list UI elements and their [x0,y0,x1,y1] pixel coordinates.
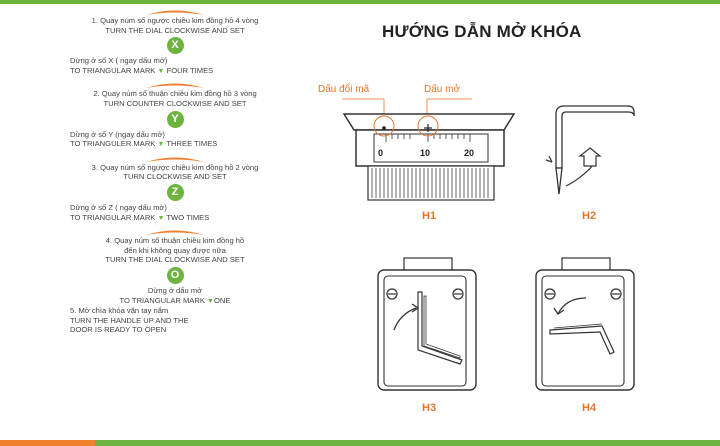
figure-label-h1: H1 [422,210,437,222]
swoosh-icon [146,83,204,89]
step-4-letter-badge: O [166,266,184,284]
step-3-stop-vi: Dừng ở số Z ( ngay dấu mở) [70,202,167,212]
step-2-letter-badge: Y [166,110,184,128]
step-4-en: TURN THE DIAL CLOCKWISE AND SET [105,255,245,265]
key-illustration [545,105,635,195]
annotation-change-code-mark: Dấu đổi mã [318,84,370,95]
triangle-mark-icon: ▼ [157,67,165,75]
step-3-mark: TO TRIANGULAR MARK ▼ TWO TIMES [44,213,306,224]
figure-label-h3: H3 [422,402,437,414]
step-3-en: TURN CLOCKWISE AND SET [123,172,227,182]
swoosh-icon [146,230,204,236]
step-1-letter-badge: X [166,37,184,55]
instructions-column: 1. Quay núm số ngược chiều kim đồng hồ 4… [44,8,306,335]
scale-20: 20 [464,148,475,158]
step-3-vi: 3. Quay núm số ngược chiều kim đồng hồ 2… [91,162,259,172]
step-2-times: THREE TIMES [166,139,218,149]
annotation-open-mark: Dấu mở [424,84,461,95]
step-3-mark-text: TO TRIANGULAR MARK [70,212,156,222]
bottom-orange-bar [0,440,95,446]
step-1-mark-text: TO TRIANGULAR MARK [70,65,156,75]
step-3-times: TWO TIMES [166,212,210,222]
scale-0: 0 [378,148,384,158]
figure-label-h2: H2 [582,210,597,222]
step-4-vi: 4. Quay núm số thuận chiều kim đồng hồ [105,236,245,246]
bottom-green-bar [0,440,720,446]
step-4-mark: TO TRIANGULAR MARK ▼ONE [44,296,306,307]
scale-10: 10 [420,148,431,158]
figure-label-h4: H4 [582,402,597,414]
step-3-letter-badge: Z [166,183,184,201]
triangle-mark-icon: ▼ [157,141,165,149]
triangle-mark-icon: ▼ [207,297,214,305]
step-1-stop-vi: Dừng ở số X ( ngay dấu mở) [70,56,168,66]
step-2-stop-vi: Dừng ở số Y (ngay dấu mở) [70,129,165,139]
step-1-en: TURN THE DIAL CLOCKWISE AND SET [105,25,245,35]
top-green-bar [0,0,720,4]
step-2-mark: TO TRIANGULER MARK ▼ THREE TIMES [44,139,306,150]
swoosh-icon [146,157,204,162]
step-1-times: FOUR TIMES [166,65,214,75]
step-4-mark-text: TO TRIANGULAR MARK [119,295,205,305]
step-1-vi: 1. Quay núm số ngược chiều kim đồng hồ 4… [91,16,259,25]
dial-illustration [342,98,516,201]
step-4-stop-vi: Dừng ở dấu mở [147,285,203,295]
step-5-en: TURN THE HANDLE UP AND THE [70,315,189,325]
step-4-times: ONE [213,295,231,305]
safe-handle-down-illustration [377,257,477,391]
step-2-mark-text: TO TRIANGULER MARK [70,139,156,149]
step-2-en: TURN COUNTER CLOCKWISE AND SET [103,98,247,108]
step-1-mark: TO TRIANGULAR MARK ▼ FOUR TIMES [44,66,306,77]
safe-handle-up-illustration [535,257,635,391]
step-5-en-2: DOOR IS READY TO OPEN [70,325,167,335]
step-4-vi-2: đến khi không quay được nữa [124,245,226,255]
step-5-vi: 5. Mở chìa khóa vặn tay nắm [70,306,169,316]
step-2-vi: 2. Quay núm số thuận chiều kim đồng hồ 3… [93,89,257,99]
swoosh-icon [146,10,204,15]
page-title: HƯỚNG DẪN MỞ KHÓA [382,22,582,41]
triangle-mark-icon: ▼ [157,214,165,222]
instruction-steps: 1. Quay núm số ngược chiều kim đồng hồ 4… [44,8,306,335]
